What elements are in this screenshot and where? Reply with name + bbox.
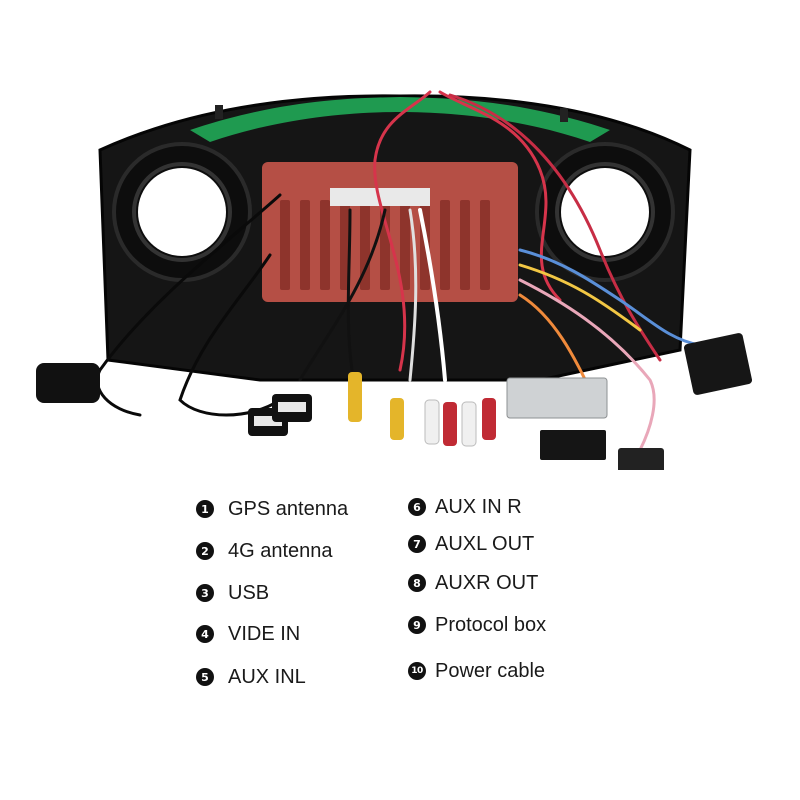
legend-number: 6 bbox=[408, 498, 426, 516]
legend-label: AUX IN R bbox=[435, 495, 522, 518]
legend-label: AUX INL bbox=[228, 665, 306, 688]
legend-label: Power cable bbox=[435, 659, 546, 682]
usb-plugs bbox=[248, 394, 312, 436]
legend-number: 4 bbox=[196, 625, 214, 643]
legend-number: 5 bbox=[196, 668, 214, 686]
legend-item-protocol-box: 9 Protocol box bbox=[408, 612, 546, 638]
legend-number: 8 bbox=[408, 574, 426, 592]
protocol-box bbox=[506, 377, 608, 460]
legend-item-usb: 3 USB bbox=[196, 580, 269, 606]
legend-number: 3 bbox=[196, 584, 214, 602]
heatsink bbox=[262, 162, 518, 302]
legend-item-video-in: 4 VIDE IN bbox=[196, 621, 300, 647]
legend-label: 4G antenna bbox=[228, 539, 333, 562]
left-speaker-ring bbox=[112, 142, 252, 282]
legend-item-auxr-out: 8 AUXR OUT bbox=[408, 570, 538, 596]
right-speaker-ring bbox=[535, 142, 675, 282]
legend-number: 2 bbox=[196, 542, 214, 560]
power-connectors bbox=[618, 333, 753, 470]
gps-antenna bbox=[36, 363, 100, 403]
legend-number: 1 bbox=[196, 500, 214, 518]
wiring-harness bbox=[95, 90, 702, 452]
legend-number: 7 bbox=[408, 535, 426, 553]
rca-connectors bbox=[348, 372, 496, 447]
legend-number: 9 bbox=[408, 616, 426, 634]
product-photo bbox=[36, 90, 753, 470]
legend-label: GPS antenna bbox=[228, 497, 349, 520]
legend-label: VIDE IN bbox=[228, 622, 301, 645]
legend-label: Protocol box bbox=[435, 613, 547, 636]
legend-item-aux-in-l: 5 AUX INL bbox=[196, 664, 306, 690]
legend-label: AUXL OUT bbox=[435, 532, 535, 555]
legend-item-gps-antenna: 1 GPS antenna bbox=[196, 496, 348, 522]
legend-item-4g-antenna: 2 4G antenna bbox=[196, 538, 333, 564]
legend-item-power-cable: 10 Power cable bbox=[408, 658, 545, 684]
legend-item-auxl-out: 7 AUXL OUT bbox=[408, 531, 534, 557]
legend-label: AUXR OUT bbox=[435, 571, 539, 594]
legend-label: USB bbox=[228, 581, 270, 604]
legend-number: 10 bbox=[408, 662, 426, 680]
legend-item-aux-in-r: 6 AUX IN R bbox=[408, 494, 522, 520]
